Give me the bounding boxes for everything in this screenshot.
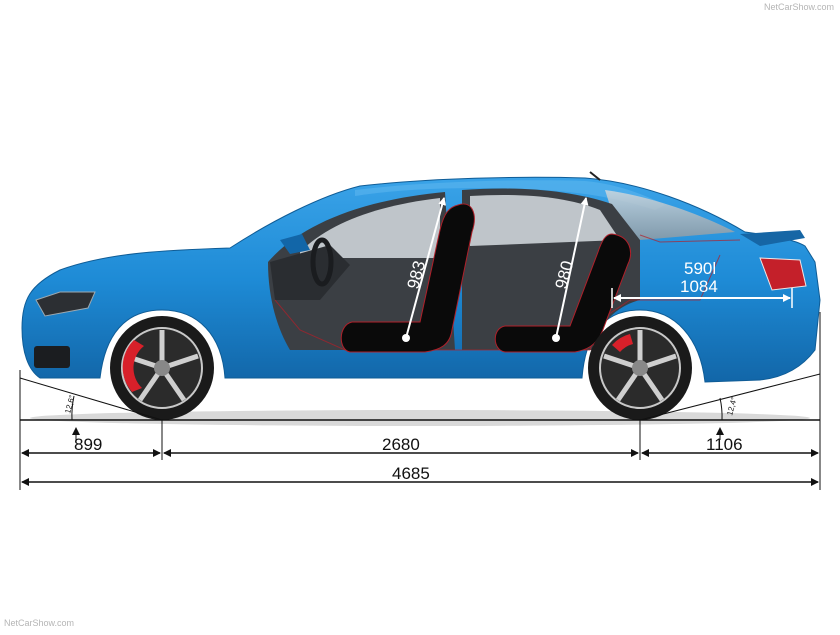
front-overhang-label: 899 [74,435,102,454]
ground-shadow [30,410,810,426]
departure-angle-line [639,373,821,421]
approach-angle-line [19,377,163,421]
front-wheel [110,316,214,420]
antenna [589,171,601,181]
rear-side-window [470,194,620,246]
trunk-length-label: 1084 [680,277,718,296]
trunk-outline [639,234,741,243]
rear-headroom-point [552,334,560,342]
steering-wheel [310,237,334,287]
approach-angle-label: 12,6° [63,394,77,414]
front-headroom-arrow [405,197,447,339]
side-mirror [280,234,310,254]
approach-angle-arc [71,395,75,421]
rear-brake-caliper [612,334,633,352]
front-side-window [300,198,440,258]
rear-wheel [588,316,692,420]
taillight [759,257,807,291]
headlight [35,291,96,317]
rear-seat [494,233,632,353]
wheelbase-label: 2680 [382,435,420,454]
watermark-top: NetCarShow.com [763,2,834,12]
front-headroom-point [402,334,410,342]
roof-highlight [355,180,665,210]
front-seat [340,203,475,353]
rear-overhang-label: 1106 [706,435,743,454]
overall-length-label: 4685 [392,464,430,483]
rear-window [605,190,735,240]
front-fog-light [34,346,70,368]
watermark-bottom: NetCarShow.com [4,618,75,628]
departure-angle-arc [719,397,723,421]
rear-headroom-arrow [555,197,589,339]
trunk-volume-label: 590l [684,259,716,278]
rear-spoiler [740,230,805,246]
front-brake-caliper [122,340,144,392]
